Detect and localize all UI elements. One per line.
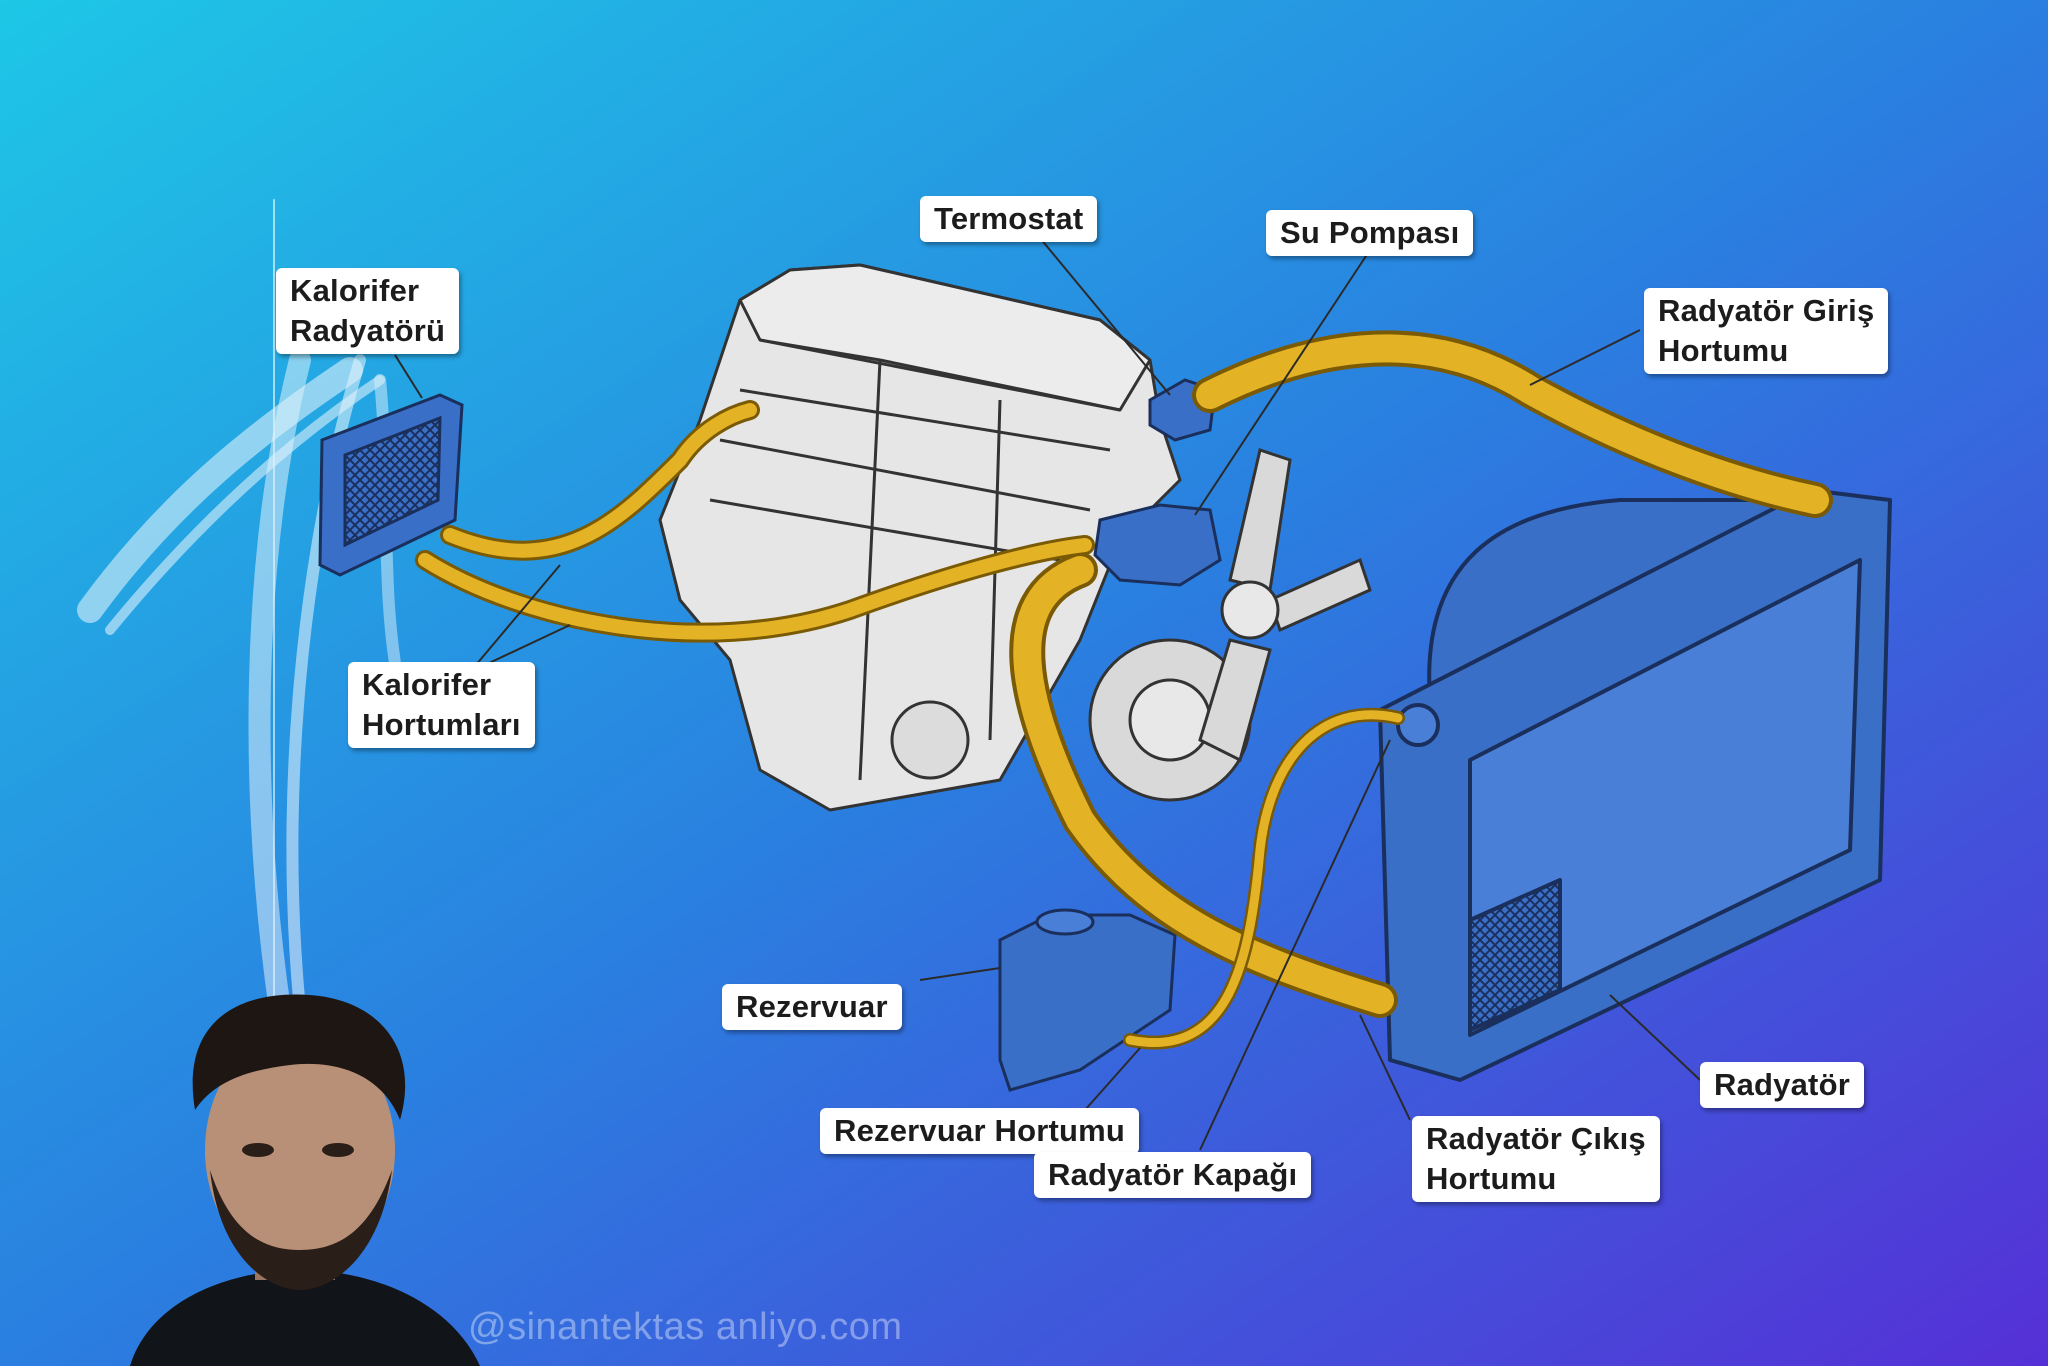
label-radyator-giris: Radyatör Giriş Hortumu [1644,288,1889,374]
watermark: @sinantektas anliyo.com [468,1306,903,1348]
avatar-eye-left [242,1143,274,1157]
heater-hose-lower-fill [418,538,1092,640]
avatar-face [205,1030,395,1270]
heater-core-grid [343,415,442,548]
radiator [1378,488,1892,1082]
reservoir-hose-fill [1125,710,1403,1047]
water-pump [1093,503,1222,587]
heater-core [318,393,464,577]
avatar-hair [192,994,406,1120]
leader-termostat [1039,237,1171,396]
leader-radyator [1609,994,1701,1081]
leader-radyator-cikis [1359,1014,1411,1121]
label-rezervuar: Rezervuar [722,984,902,1030]
reservoir-tank [998,913,1177,1092]
fan-and-pulley [1088,448,1372,802]
avatar-shoulders [130,1270,480,1366]
fan-blade-top [1228,448,1292,592]
radiator-outlet-hose [1009,552,1398,1018]
heater-hose-lower [415,535,1095,643]
leader-kalorifer-hortumlari-1 [469,564,561,673]
radiator-inlet-hose [1192,330,1833,518]
pulley-inner [1128,678,1212,762]
label-radyator-cikis: Radyatör Çıkış Hortumu [1412,1116,1660,1202]
reservoir-cap [1035,908,1095,936]
chalk-strokes [77,199,406,1021]
hoses [415,330,1833,1050]
heater-hose-upper-fill [443,403,757,558]
leader-rezervuar [919,967,1001,981]
reservoir [998,908,1177,1092]
radiator-outlet-hose-fill [1013,556,1394,1014]
label-su-pompasi: Su Pompası [1266,210,1474,256]
chalk-stroke-1 [248,349,311,1021]
reservoir-hose [1123,707,1405,1050]
avatar-eye-right [322,1143,354,1157]
leader-lines [394,237,1701,1151]
label-radyator: Radyatör [1700,1062,1864,1108]
fan-blade-right [1268,557,1372,633]
label-rezervuar-hortumu: Rezervuar Hortumu [820,1108,1140,1154]
leader-radyator-giris [1529,329,1641,386]
label-kalorifer-radyatoru: Kalorifer Radyatörü [276,268,460,354]
avatar-beard [210,1170,392,1290]
heater-hose-upper [440,400,760,561]
oil-filter [890,700,970,780]
radiator-cap [1396,703,1440,747]
chalk-stroke-4 [105,375,385,635]
leader-su-pompasi [1194,249,1371,516]
avatar [130,994,480,1366]
fan-hub [1220,580,1280,640]
label-radyator-kapagi: Radyatör Kapağı [1034,1152,1312,1198]
fan-blade-bottom [1198,638,1272,763]
chalk-stroke-3 [77,357,363,623]
radiator-inlet-hose-fill [1196,334,1829,514]
label-kalorifer-hortumlari: Kalorifer Hortumları [348,662,535,748]
leader-kalorifer-radyatoru [394,354,423,399]
radiator-core-grid [1468,878,1562,1032]
label-termostat: Termostat [920,196,1098,242]
leader-rezervuar-hortumu [1084,1047,1141,1111]
engine-ribs [709,338,1121,781]
leader-radyator-kapagi [1199,739,1391,1151]
